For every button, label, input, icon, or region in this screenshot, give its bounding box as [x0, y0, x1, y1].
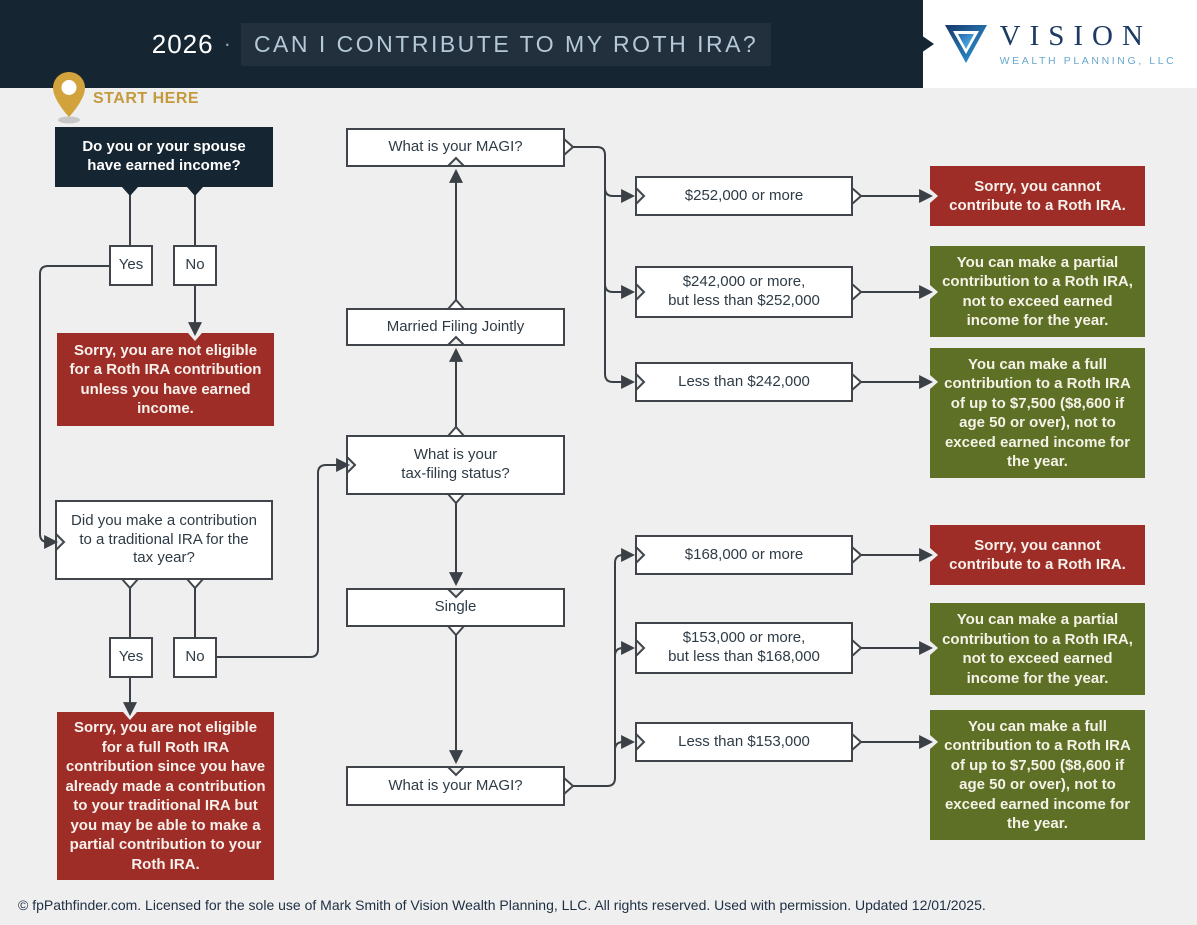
- mfj-option-242k-to-252k: $242,000 or more, but less than $252,000: [635, 266, 853, 318]
- result-single-partial-contribution: You can make a partial contribution to a…: [930, 603, 1145, 695]
- logo-text: VISION WEALTH PLANNING, LLC: [999, 19, 1177, 67]
- status-single: Single: [346, 588, 565, 627]
- single-option-168k-or-more: $168,000 or more: [635, 535, 853, 575]
- question-earned-income: Do you or your spouse have earned income…: [55, 127, 273, 187]
- traditional-ira-yes: Yes: [109, 637, 153, 678]
- result-not-eligible-no-income: Sorry, you are not eligible for a Roth I…: [57, 333, 274, 426]
- header-bar: 2026 · CAN I CONTRIBUTE TO MY ROTH IRA?: [0, 0, 923, 88]
- result-mfj-full-contribution: You can make a full contribution to a Ro…: [930, 348, 1145, 478]
- mfj-option-252k-or-more: $252,000 or more: [635, 176, 853, 216]
- result-single-full-contribution: You can make a full contribution to a Ro…: [930, 710, 1145, 840]
- header-arrow-icon: [921, 35, 934, 53]
- logo-subtitle: WEALTH PLANNING, LLC: [999, 54, 1177, 67]
- question-tax-filing-status: What is your tax-filing status?: [346, 435, 565, 495]
- single-option-153k-to-168k: $153,000 or more, but less than $168,000: [635, 622, 853, 674]
- result-mfj-cannot-contribute: Sorry, you cannot contribute to a Roth I…: [930, 166, 1145, 226]
- page-title: 2026 · CAN I CONTRIBUTE TO MY ROTH IRA?: [151, 22, 772, 66]
- result-not-eligible-full: Sorry, you are not eligible for a full R…: [57, 712, 274, 880]
- single-option-less-153k: Less than $153,000: [635, 722, 853, 762]
- title-text: CAN I CONTRIBUTE TO MY ROTH IRA?: [240, 22, 772, 66]
- vision-logo-icon: [944, 25, 987, 63]
- status-married-filing-jointly: Married Filing Jointly: [346, 308, 565, 346]
- question-traditional-ira: Did you make a contribution to a traditi…: [55, 500, 273, 580]
- earned-income-yes: Yes: [109, 245, 153, 286]
- title-separator: ·: [223, 31, 231, 56]
- question-magi-mfj: What is your MAGI?: [346, 128, 565, 167]
- result-mfj-partial-contribution: You can make a partial contribution to a…: [930, 246, 1145, 337]
- logo-name: VISION: [999, 19, 1152, 52]
- question-magi-single: What is your MAGI?: [346, 766, 565, 806]
- earned-income-no: No: [173, 245, 217, 286]
- map-pin-icon: [53, 72, 85, 124]
- mfj-option-less-242k: Less than $242,000: [635, 362, 853, 402]
- title-year: 2026: [151, 28, 214, 59]
- logo-panel: VISION WEALTH PLANNING, LLC: [923, 0, 1197, 88]
- result-single-cannot-contribute: Sorry, you cannot contribute to a Roth I…: [930, 525, 1145, 585]
- start-here-label: START HERE: [93, 90, 200, 107]
- traditional-ira-no: No: [173, 637, 217, 678]
- license-footer: © fpPathfinder.com. Licensed for the sol…: [18, 897, 986, 913]
